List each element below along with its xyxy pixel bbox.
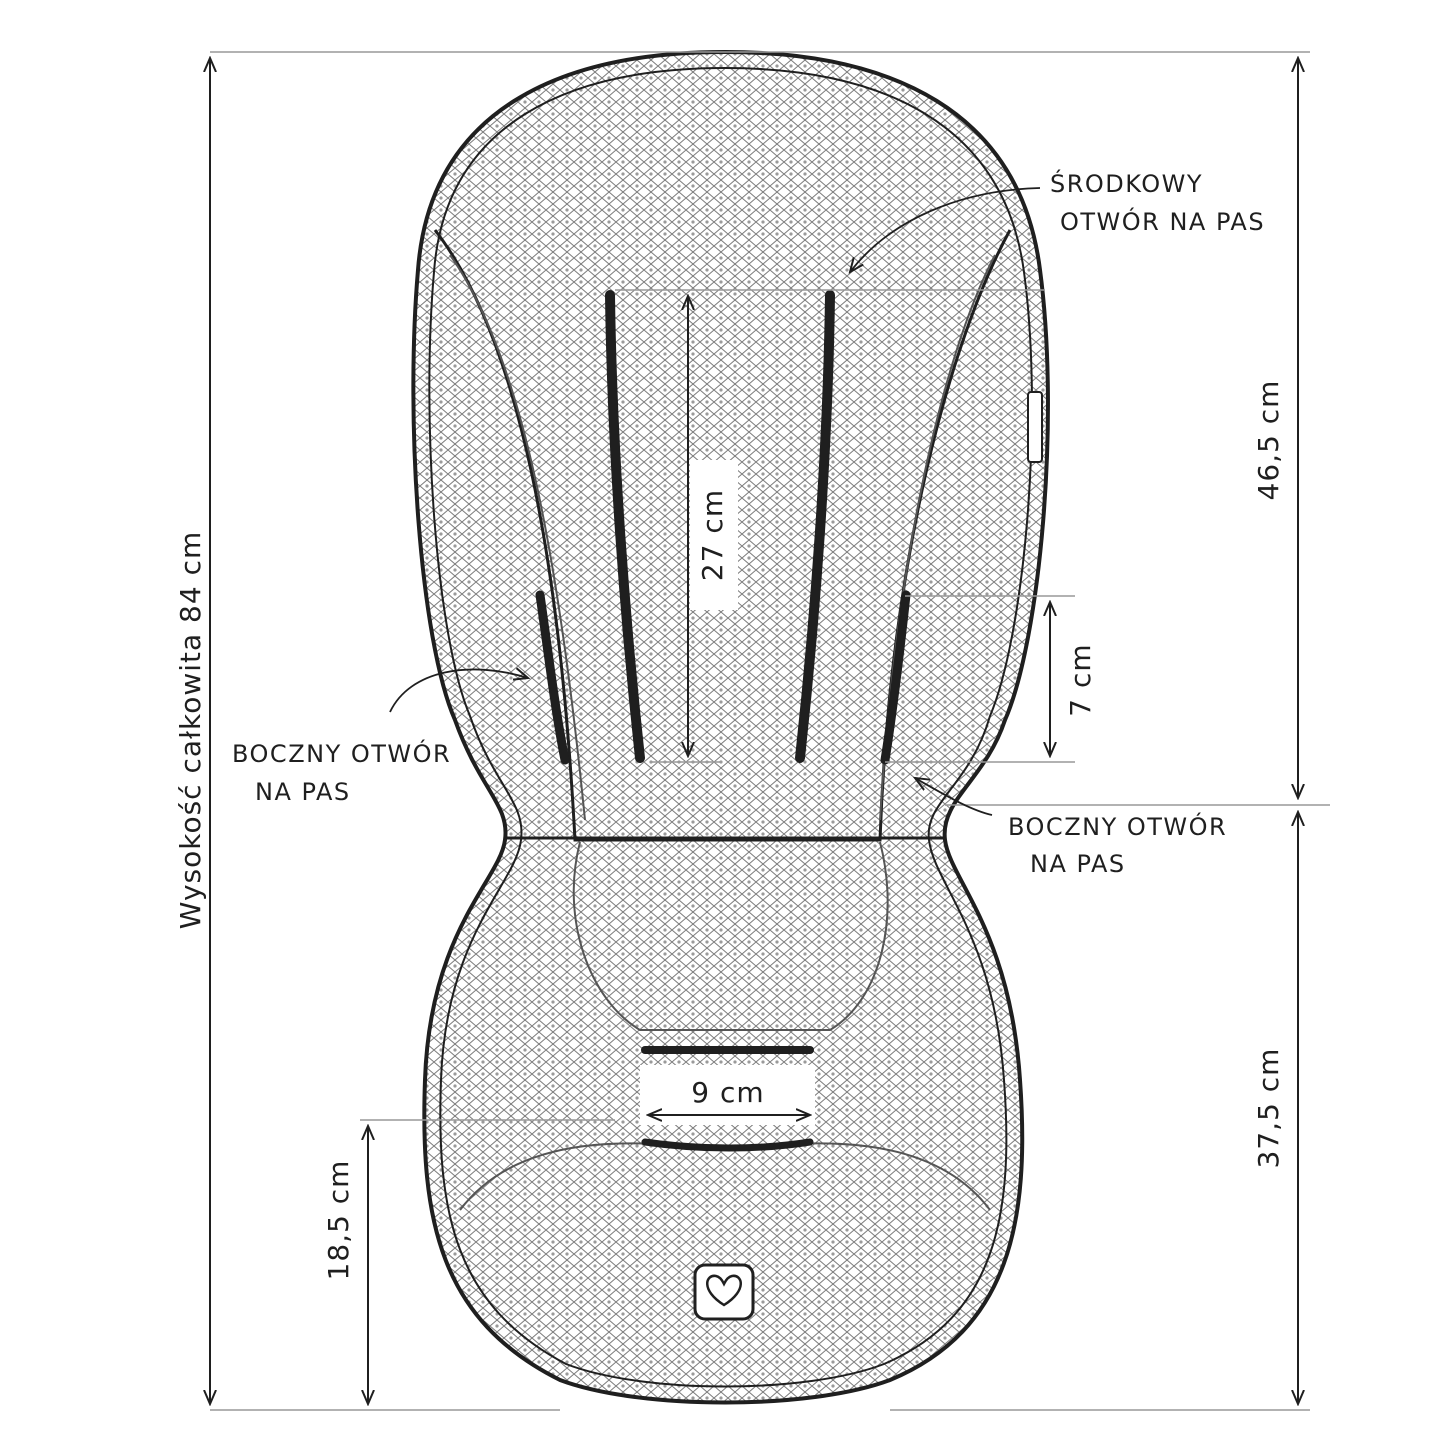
heart-icon — [693, 1263, 755, 1321]
back-panel — [433, 229, 1012, 842]
crotch-slot-width-label: 9 cm — [691, 1076, 764, 1109]
center-hole-leader — [850, 187, 1041, 272]
dimension-side-slot — [885, 595, 1075, 763]
total-height-label: Wysokość całkowita 84 cm — [174, 531, 207, 930]
dimension-crotch-slot — [640, 1065, 815, 1125]
center-belt-slots — [605, 290, 835, 763]
side-belt-slots — [535, 590, 911, 765]
left-side-hole-label-line1: BOCZNY OTWÓR — [232, 738, 451, 768]
dimension-bottom-offset — [360, 1119, 615, 1404]
side-slot-length-label: 7 cm — [1064, 643, 1097, 716]
side-tab — [1027, 391, 1043, 463]
upper-height-label: 46,5 cm — [1252, 380, 1285, 501]
bottom-offset-label: 18,5 cm — [322, 1160, 355, 1281]
lower-height-label: 37,5 cm — [1252, 1048, 1285, 1169]
center-slot-length-label: 27 cm — [696, 489, 729, 581]
dimension-center-slot — [615, 289, 1045, 763]
right-side-hole-leader — [915, 778, 993, 816]
right-side-hole-label-line2: NA PAS — [1030, 850, 1126, 878]
dimension-right-heights — [725, 51, 1330, 1411]
left-side-hole-label-line2: NA PAS — [255, 778, 351, 806]
center-hole-label-line2: OTWÓR NA PAS — [1060, 206, 1265, 236]
seat-liner-outline — [411, 49, 1050, 1405]
center-hole-label-line1: ŚRODKOWY — [1050, 168, 1203, 198]
left-side-hole-leader — [389, 669, 528, 713]
right-side-hole-label-line1: BOCZNY OTWÓR — [1008, 811, 1227, 841]
dimension-total-height — [210, 51, 725, 1411]
crotch-slots — [641, 1046, 814, 1152]
